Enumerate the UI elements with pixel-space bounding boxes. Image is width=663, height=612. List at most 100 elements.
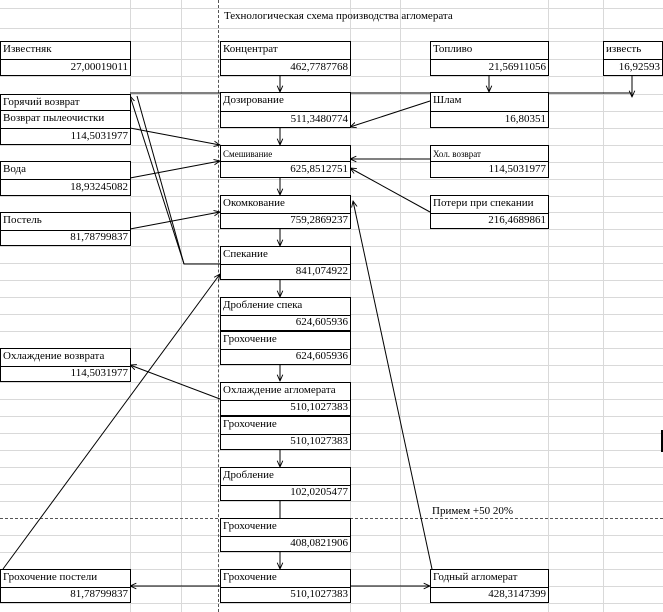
node-hol-vozvrat: Хол. возврат 114,5031977	[430, 145, 549, 178]
node-grohochenie-2: Грохочение 510,1027383	[220, 416, 351, 450]
gridline	[0, 179, 663, 180]
cell-divider	[604, 59, 662, 60]
node-label: Охлаждение агломерата	[223, 384, 336, 396]
node-label: Грохочение	[223, 418, 277, 430]
cell-divider	[221, 161, 350, 162]
note-text: Примем +50 20%	[432, 505, 514, 517]
node-value: 408,0821906	[290, 537, 348, 549]
text-cursor	[661, 430, 663, 452]
gridline	[400, 0, 401, 612]
cell-divider	[431, 59, 548, 60]
node-label: Спекание	[223, 248, 268, 260]
node-ohlazhdenie-aglomerata: Охлаждение агломерата 510,1027383	[220, 382, 351, 416]
node-value: 510,1027383	[290, 588, 348, 600]
gridline	[603, 0, 604, 612]
gridline	[181, 0, 182, 612]
node-vozvrat-pyleochistki: Возврат пылеочистки 114,5031977	[0, 110, 131, 145]
cell-divider	[221, 213, 350, 214]
gridline	[130, 0, 131, 612]
node-value: 27,00019011	[70, 61, 128, 73]
node-poteri: Потери при спекании 216,4689861	[430, 195, 549, 229]
node-label: Шлам	[433, 94, 462, 106]
cell-divider	[1, 59, 130, 60]
node-label: Смешивание	[223, 149, 273, 159]
node-postel: Постель 81,78799837	[0, 212, 131, 246]
node-koncentrat: Концентрат 462,7787768	[220, 41, 351, 76]
node-value: 625,8512751	[290, 163, 348, 175]
cell-divider	[1, 179, 130, 180]
cell-divider	[221, 536, 350, 537]
node-value: 16,92593	[618, 61, 660, 73]
node-dozirovanie: Дозирование 511,3480774	[220, 92, 351, 128]
gridline	[0, 8, 663, 9]
node-grohochenie-1: Грохочение 624,605936	[220, 331, 351, 365]
node-droblenie: Дробление 102,0205477	[220, 467, 351, 501]
gridline	[0, 128, 663, 129]
node-label: Концентрат	[223, 43, 278, 55]
node-label: Дозирование	[223, 94, 284, 106]
gridline	[0, 229, 663, 230]
diagram-title: Технологическая схема производства аглом…	[224, 10, 453, 22]
node-droblenie-speka: Дробление спека 624,605936	[220, 297, 351, 331]
gridline	[0, 76, 663, 77]
cell-divider	[221, 587, 350, 588]
gridline	[0, 450, 663, 451]
gridline	[0, 603, 663, 604]
gridline	[0, 501, 663, 502]
cell-divider	[1, 128, 130, 129]
gridline	[548, 0, 549, 612]
node-value: 511,3480774	[290, 113, 348, 125]
node-value: 102,0205477	[290, 486, 348, 498]
node-label: Возврат пылеочистки	[3, 112, 105, 124]
cell-divider	[1, 587, 130, 588]
node-value: 18,93245082	[70, 181, 128, 193]
cell-divider	[431, 587, 548, 588]
node-godnyy-aglomerat: Годный агломерат 428,3147399	[430, 569, 549, 603]
node-izvest: известь 16,92593	[603, 41, 663, 76]
node-grohochenie-posteli: Грохочение постели 81,78799837	[0, 569, 131, 603]
node-spekanie: Спекание 841,074922	[220, 246, 351, 280]
node-label: Постель	[3, 214, 42, 226]
node-shlam: Шлам 16,80351	[430, 92, 549, 128]
node-value: 841,074922	[295, 265, 348, 277]
node-goryachiy: Горячий возврат	[0, 94, 131, 111]
cell-divider	[221, 434, 350, 435]
cell-divider	[221, 349, 350, 350]
node-value: 21,56911056	[488, 61, 546, 73]
node-ohlazhdenie-vozvrata: Охлаждение возврата 114,5031977	[0, 348, 131, 382]
node-label: Окомкование	[223, 197, 285, 209]
node-label: Дробление спека	[223, 299, 303, 311]
node-value: 624,605936	[295, 316, 348, 328]
node-label: Хол. возврат	[433, 149, 481, 159]
gridline	[0, 365, 663, 366]
node-label: Грохочение	[223, 333, 277, 345]
node-label: Топливо	[433, 43, 473, 55]
node-grohochenie-4: Грохочение 510,1027383	[220, 569, 351, 603]
node-value: 216,4689861	[488, 214, 546, 226]
node-value: 81,78799837	[70, 588, 128, 600]
node-value: 114,5031977	[70, 130, 128, 142]
node-label: известь	[606, 43, 642, 55]
cell-divider	[221, 315, 350, 316]
cell-divider	[431, 161, 548, 162]
cell-divider	[431, 111, 548, 112]
node-label: Грохочение постели	[3, 571, 98, 583]
cell-divider	[221, 400, 350, 401]
node-smeshivanie: Смешивание 625,8512751	[220, 145, 351, 178]
node-value: 16,80351	[504, 113, 546, 125]
gridline	[0, 280, 663, 281]
cell-divider	[1, 230, 130, 231]
node-value: 81,78799837	[70, 231, 128, 243]
node-value: 114,5031977	[70, 367, 128, 379]
node-voda: Вода 18,93245082	[0, 161, 131, 196]
node-label: Известняк	[3, 43, 52, 55]
node-value: 462,7787768	[290, 61, 348, 73]
node-okomkovanie: Окомкование 759,2869237	[220, 195, 351, 229]
cell-divider	[221, 59, 350, 60]
node-value: 428,3147399	[488, 588, 546, 600]
cell-divider	[221, 111, 350, 112]
node-label: Годный агломерат	[433, 571, 518, 583]
node-label: Вода	[3, 163, 26, 175]
gridline	[0, 28, 663, 29]
node-label: Грохочение	[223, 571, 277, 583]
